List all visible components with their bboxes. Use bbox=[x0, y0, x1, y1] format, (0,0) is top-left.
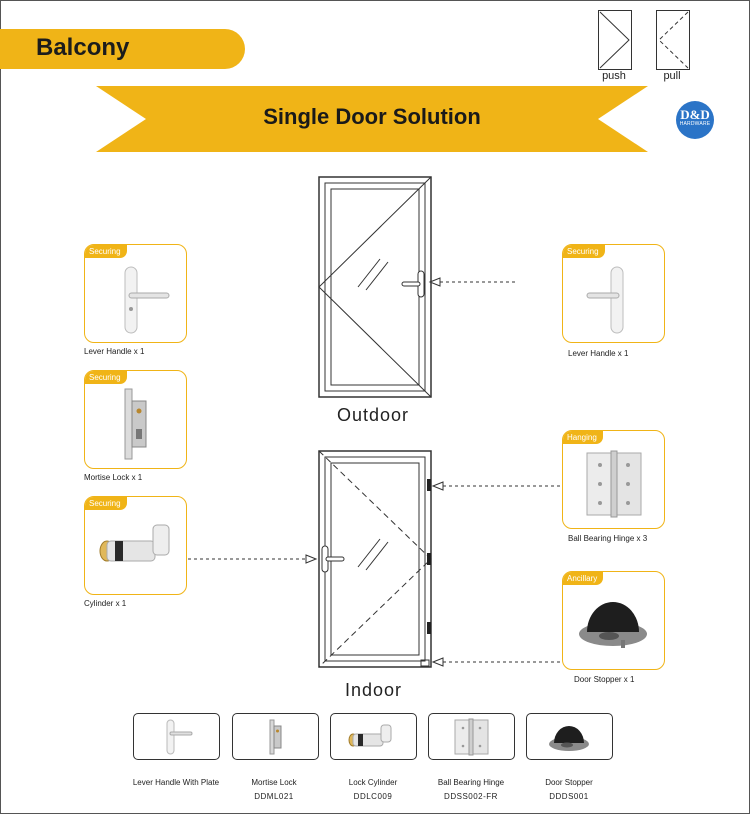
lever-handle-card-right: Securing bbox=[562, 244, 665, 343]
product-code: DDDS001 bbox=[549, 792, 589, 801]
door-stopper-icon bbox=[579, 602, 647, 648]
card-tag: Securing bbox=[85, 497, 127, 510]
section-tab: Balcony bbox=[0, 29, 245, 69]
cylinder-card: Securing bbox=[84, 496, 187, 595]
brand-logo: D&D HARDWARE bbox=[676, 101, 714, 139]
product-name: Ball Bearing Hinge bbox=[437, 778, 505, 787]
lever-handle-caption-right: Lever Handle x 1 bbox=[568, 349, 629, 358]
logo-sub: HARDWARE bbox=[679, 121, 711, 127]
section-title: Balcony bbox=[36, 34, 130, 61]
product-card-mortise-lock bbox=[232, 713, 319, 760]
lever-handle-icon bbox=[124, 266, 170, 334]
indoor-door bbox=[318, 450, 432, 668]
push-legend-icon bbox=[598, 10, 632, 70]
pull-label: pull bbox=[663, 70, 681, 82]
push-label: push bbox=[602, 70, 626, 82]
product-name: Lock Cylinder bbox=[348, 778, 398, 787]
product-code: DDLC009 bbox=[353, 792, 393, 801]
cylinder-caption: Cylinder x 1 bbox=[84, 599, 127, 608]
mortise-lock-caption: Mortise Lock x 1 bbox=[84, 473, 143, 482]
lever-handle-icon bbox=[586, 266, 624, 334]
cylinder-icon bbox=[348, 724, 392, 747]
outdoor-door bbox=[318, 176, 432, 398]
product-card-hinge bbox=[428, 713, 515, 760]
logo-brand: D&D bbox=[680, 107, 710, 122]
indoor-label: Indoor bbox=[345, 680, 403, 700]
card-tag: Hanging bbox=[563, 431, 603, 444]
lever-handle-icon bbox=[166, 719, 193, 755]
door-stopper-card: Ancillary bbox=[562, 571, 665, 670]
product-code: DDSS002-FR bbox=[444, 792, 498, 801]
banner-ribbon bbox=[96, 86, 648, 152]
product-name: Lever Handle With Plate bbox=[132, 778, 220, 787]
product-code: DDML021 bbox=[254, 792, 294, 801]
lever-handle-card-left: Securing bbox=[84, 244, 187, 343]
pull-legend-icon bbox=[656, 10, 690, 70]
hinge-icon bbox=[454, 718, 489, 756]
mortise-lock-card: Securing bbox=[84, 370, 187, 469]
product-name: Door Stopper bbox=[545, 778, 593, 787]
product-name: Mortise Lock bbox=[251, 778, 297, 787]
product-card-lock-cylinder bbox=[330, 713, 417, 760]
card-tag: Securing bbox=[85, 245, 127, 258]
product-card-lever-handle bbox=[133, 713, 220, 760]
outdoor-label: Outdoor bbox=[337, 405, 410, 425]
connector-arrows bbox=[188, 277, 560, 667]
door-stopper-icon bbox=[549, 726, 589, 751]
lever-handle-caption-left: Lever Handle x 1 bbox=[84, 347, 145, 356]
cylinder-icon bbox=[99, 524, 170, 562]
card-tag: Securing bbox=[563, 245, 605, 258]
mortise-lock-icon bbox=[269, 719, 282, 755]
hinge-card: Hanging bbox=[562, 430, 665, 529]
banner-title: Single Door Solution bbox=[263, 104, 481, 129]
hinge-icon bbox=[586, 450, 642, 518]
door-stopper-caption: Door Stopper x 1 bbox=[574, 675, 635, 684]
card-tag: Securing bbox=[85, 371, 127, 384]
hinge-caption: Ball Bearing Hinge x 3 bbox=[568, 534, 648, 543]
card-tag: Ancillary bbox=[563, 572, 604, 585]
product-card-door-stopper bbox=[526, 713, 613, 760]
mortise-lock-icon bbox=[124, 388, 147, 460]
